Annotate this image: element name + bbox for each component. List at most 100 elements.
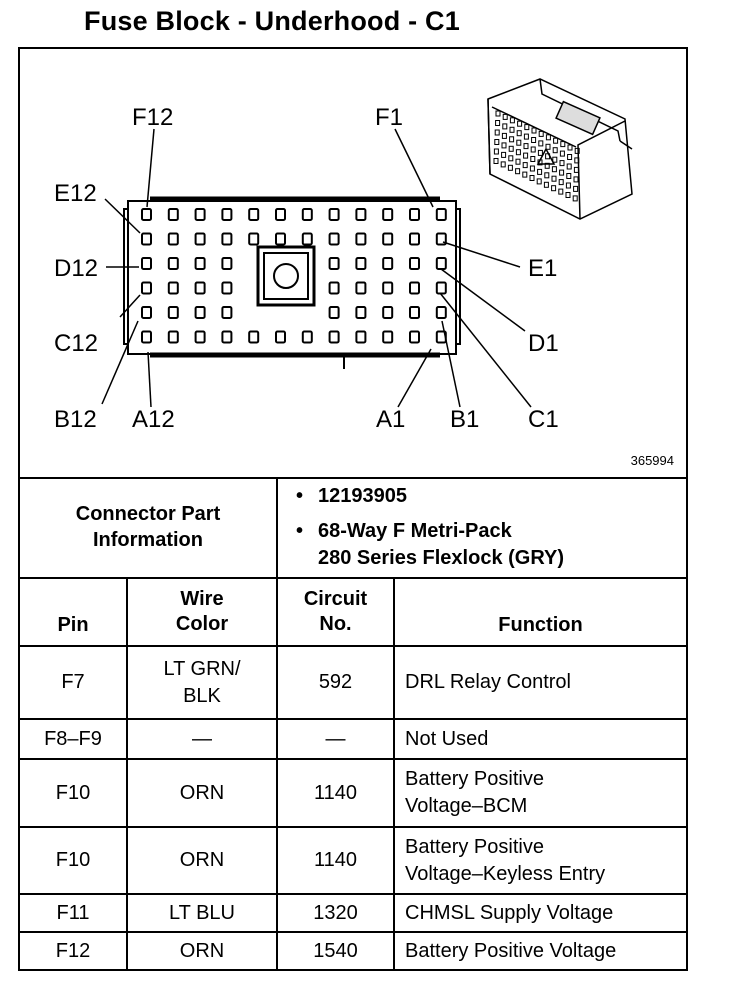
isometric-pin-cavity	[551, 166, 557, 173]
label-e12: E12	[54, 180, 97, 207]
wire-color-cell: ORN	[126, 826, 278, 895]
label-d1: D1	[528, 330, 559, 357]
isometric-pin-cavity	[500, 161, 506, 168]
pin-cavity	[409, 281, 420, 295]
pin-cavity	[435, 232, 447, 246]
pin-cell: F7	[20, 645, 128, 720]
isometric-pin-cavity	[565, 182, 571, 189]
circuit-cell: —	[276, 718, 395, 760]
isometric-pin-cavity	[508, 145, 514, 152]
isometric-pin-cavity	[565, 192, 571, 198]
isometric-pin-cavity	[545, 143, 551, 150]
isometric-pin-cavity	[537, 168, 543, 175]
pin-cavity	[275, 330, 286, 344]
pin-cavity	[328, 330, 340, 344]
isometric-pin-cavity	[516, 130, 522, 137]
isometric-pin-cavity	[495, 120, 501, 126]
isometric-pin-cavity	[560, 141, 566, 148]
isometric-pin-cavity	[558, 179, 564, 186]
table-row: F11 LT BLU 1320 CHMSL Supply Voltage	[20, 893, 687, 933]
function-cell: DRL Relay Control	[392, 645, 687, 720]
pin-cavity	[248, 330, 260, 344]
pin-cavity	[301, 232, 313, 246]
isometric-pin-cavity	[553, 137, 559, 144]
pin-cavity	[382, 232, 394, 246]
wire-color-cell: —	[126, 718, 278, 760]
pin-cavity	[167, 208, 179, 221]
pin-cavity	[194, 208, 206, 221]
label-f1: F1	[375, 104, 403, 131]
pin-cavity	[141, 257, 152, 270]
isometric-pin-cavity	[573, 185, 579, 192]
isometric-pin-cavity	[508, 155, 514, 162]
pin-cavity	[409, 330, 420, 344]
pin-cavity	[275, 232, 286, 246]
isometric-pin-cavity	[524, 124, 530, 131]
pin-cavity	[248, 232, 260, 246]
isometric-pin-cavity	[523, 152, 529, 159]
connector-description-line2: 280 Series Flexlock (GRY)	[318, 546, 565, 569]
pin-cavity	[221, 281, 233, 295]
table-row: F12 ORN 1540 Battery Positive Voltage	[20, 931, 687, 970]
isometric-pin-cavity	[517, 120, 523, 127]
isometric-pin-cavity	[552, 147, 558, 154]
table-row: F7 LT GRN/BLK 592 DRL Relay Control	[20, 645, 687, 720]
isometric-pin-cavity	[509, 126, 515, 133]
pin-cavity	[435, 257, 447, 270]
isometric-pin-cavity	[516, 139, 522, 146]
isometric-pin-cavity	[567, 154, 573, 160]
isometric-pin-cavity	[544, 172, 550, 179]
label-d12: D12	[54, 255, 98, 282]
isometric-pin-cavity	[559, 160, 565, 167]
pin-cavity	[194, 281, 206, 295]
pin-cavity	[194, 232, 206, 246]
isometric-pin-cavity	[551, 185, 557, 192]
isometric-pin-cavity	[567, 144, 573, 151]
isometric-pin-cavity	[501, 142, 507, 149]
isometric-pin-cavity	[531, 127, 537, 134]
function-cell: Not Used	[392, 718, 687, 760]
pin-cavity	[382, 330, 394, 344]
isometric-pin-cavity	[566, 173, 572, 179]
pin-cavity	[301, 330, 313, 344]
pin-cavity	[355, 306, 367, 319]
connector-info-label-line2: Information	[93, 529, 203, 551]
isometric-pin-cavity	[522, 162, 528, 169]
connector-description: •68-Way F Metri-Pack	[296, 519, 512, 542]
pin-cavity	[328, 306, 340, 319]
pin-cavity	[355, 281, 367, 295]
pin-cavity	[355, 232, 367, 246]
isometric-pin-cavity	[515, 158, 521, 165]
pin-cavity	[435, 208, 447, 221]
connector-sheet: F12 F1 E12 D12 C12 B12 A12 A1 B1 C1 E1 D…	[18, 47, 688, 971]
isometric-pin-cavity	[493, 158, 499, 164]
isometric-pin-cavity	[559, 169, 565, 176]
pin-cavity	[167, 330, 179, 344]
wire-color-cell: LT GRN/BLK	[126, 645, 278, 720]
connector-face-svg: F12 F1 E12 D12 C12 B12 A12 A1 B1 C1 E1 D…	[54, 78, 633, 433]
pin-cavity	[167, 257, 179, 270]
pin-cavity	[221, 306, 233, 319]
label-f12: F12	[132, 104, 173, 131]
connector-part-number: •12193905	[296, 484, 407, 507]
pin-cell: F8–F9	[20, 718, 128, 760]
isometric-pin-cavity	[530, 156, 536, 162]
pin-cavity	[328, 281, 340, 295]
pin-cavity	[355, 208, 367, 221]
pin-cavity	[435, 281, 447, 295]
pin-cavity	[275, 208, 286, 221]
isometric-pin-cavity	[530, 146, 536, 153]
isometric-pin-cavity	[537, 149, 543, 156]
isometric-pin-cavity	[493, 148, 499, 155]
connector-info-label: Connector Part Information	[20, 477, 278, 579]
isometric-pin-grid	[493, 110, 580, 202]
isometric-pin-cavity	[574, 147, 580, 154]
pin-cavity	[301, 208, 313, 221]
pin-cavity	[221, 232, 233, 246]
connector-diagram: F12 F1 E12 D12 C12 B12 A12 A1 B1 C1 E1 D…	[20, 49, 686, 479]
pinout-table: Connector Part Information •12193905 •68…	[20, 477, 687, 970]
isometric-pin-cavity	[502, 113, 508, 120]
